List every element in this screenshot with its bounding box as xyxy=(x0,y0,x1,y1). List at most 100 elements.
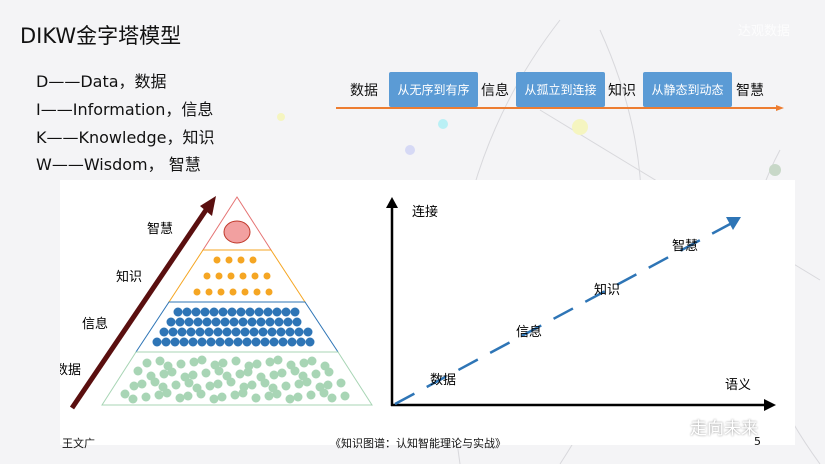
pyramid-dot xyxy=(222,327,232,337)
pyramid-dot xyxy=(193,288,201,296)
pyramid-dot xyxy=(290,307,300,317)
pyramid-dot xyxy=(263,307,273,317)
pyramid-dot xyxy=(283,317,293,327)
pyramid-dot xyxy=(311,369,321,379)
pyramid-dot xyxy=(256,317,266,327)
pyramid-dot xyxy=(294,327,304,337)
pyramid-label-data: 数据 xyxy=(60,363,81,378)
definition-information: I——Information，信息 xyxy=(36,100,214,119)
pyramid-dot xyxy=(215,272,223,280)
flow-stage-data: 数据 xyxy=(350,83,378,99)
pyramid-dot xyxy=(128,394,138,404)
pyramid-dot xyxy=(238,388,248,398)
pyramid-dot xyxy=(155,356,165,366)
pyramid-dot xyxy=(276,327,286,337)
chart-point-data: 数据 xyxy=(430,373,456,388)
footer-book-title: 《知识图谱：认知智能理论与实战》 xyxy=(330,437,506,450)
pyramid-dot xyxy=(278,337,288,347)
pyramid-dot xyxy=(233,337,243,347)
definition-knowledge: K——Knowledge，知识 xyxy=(36,128,215,147)
definition-wisdom: W——Wisdom， 智慧 xyxy=(36,155,201,174)
footer-author: 王文广 xyxy=(62,437,95,450)
pyramid-dot xyxy=(247,380,257,390)
pyramid-dot xyxy=(241,288,249,296)
pyramid-dot xyxy=(220,317,230,327)
pyramid-dot xyxy=(224,337,234,347)
pyramid-dot xyxy=(182,307,192,317)
pyramid-dot xyxy=(214,366,224,376)
pyramid-label-knowledge: 知识 xyxy=(116,269,142,285)
pyramid-dot xyxy=(323,380,333,390)
pyramid-dot xyxy=(217,288,225,296)
chart-point-wisdom: 智慧 xyxy=(672,238,698,254)
definition-data: D——Data，数据 xyxy=(36,72,167,91)
page-number: 5 xyxy=(754,435,761,448)
pyramid-dot xyxy=(177,327,187,337)
pyramid-dot xyxy=(253,288,261,296)
pyramid-dot xyxy=(211,317,221,327)
pyramid-dot xyxy=(170,337,180,347)
pyramid-dot xyxy=(186,327,196,337)
pyramid-dot xyxy=(161,337,171,347)
pyramid-dot xyxy=(184,317,194,327)
pyramid-dot xyxy=(281,381,291,391)
pyramid-dot xyxy=(336,378,346,388)
pyramid-dot xyxy=(231,327,241,337)
pyramid-dot xyxy=(189,357,199,367)
pyramid-dot xyxy=(249,327,259,337)
pyramid-dot xyxy=(179,337,189,347)
pyramid-dot xyxy=(327,393,337,403)
flow-arrow xyxy=(336,105,784,111)
pyramid-dot xyxy=(173,307,183,317)
pyramid-dot xyxy=(296,337,306,347)
wechat-watermark: 走向未来 xyxy=(690,419,758,439)
pyramid-dot xyxy=(239,272,247,280)
pyramid-dot xyxy=(272,389,282,399)
diagram-panel: 智慧 知识 信息 数据 连接 语义 数据 信息 知识 智慧 xyxy=(55,180,795,445)
pyramid-dot xyxy=(230,390,240,400)
chart-point-knowledge: 知识 xyxy=(594,282,620,298)
pyramid-dot xyxy=(290,366,300,376)
pyramid-dot xyxy=(319,388,329,398)
pyramid-dot xyxy=(213,379,223,389)
flow-stage-wisdom: 智慧 xyxy=(736,83,764,99)
pyramid-dot xyxy=(197,355,207,365)
pyramid-dot xyxy=(193,317,203,327)
pyramid-dot xyxy=(176,359,186,369)
pyramid-dot xyxy=(227,307,237,317)
y-axis-label: 连接 xyxy=(412,204,438,220)
pyramid-dot xyxy=(203,272,211,280)
pyramid-dot xyxy=(162,388,172,398)
pyramid-dot xyxy=(141,392,151,402)
x-axis-label: 语义 xyxy=(725,378,751,393)
pyramid-dot xyxy=(247,317,257,327)
pyramid-dot xyxy=(293,392,303,402)
pyramid-dot xyxy=(167,367,177,377)
pyramid-dot xyxy=(263,272,271,280)
pyramid-dot xyxy=(202,317,212,327)
pyramid-dot xyxy=(242,337,252,347)
pyramid-dot xyxy=(195,327,205,337)
pyramid-dot xyxy=(231,356,241,366)
pyramid-dot xyxy=(340,391,350,401)
pyramid-dot xyxy=(305,337,315,347)
trend-dashed-line xyxy=(394,221,733,406)
pyramid-dot xyxy=(265,357,275,367)
pyramid-dot xyxy=(166,317,176,327)
pyramid-dot xyxy=(274,317,284,327)
pyramid-dot xyxy=(159,327,169,337)
pyramid-dot xyxy=(237,256,245,264)
pyramid-dot xyxy=(213,256,221,264)
chart-point-information: 信息 xyxy=(516,324,542,340)
pyramid-label-wisdom: 智慧 xyxy=(147,221,173,237)
pyramid-dot xyxy=(175,393,185,403)
pyramid-dot xyxy=(303,327,313,337)
pyramid-dot xyxy=(240,327,250,337)
pyramid-dot xyxy=(324,367,334,377)
pyramid-dot xyxy=(294,379,304,389)
pyramid-dot xyxy=(183,391,193,401)
pyramid-dot xyxy=(218,358,228,368)
pyramid-dot xyxy=(225,256,233,264)
pyramid-dot xyxy=(137,379,147,389)
pyramid-dot xyxy=(215,337,225,347)
